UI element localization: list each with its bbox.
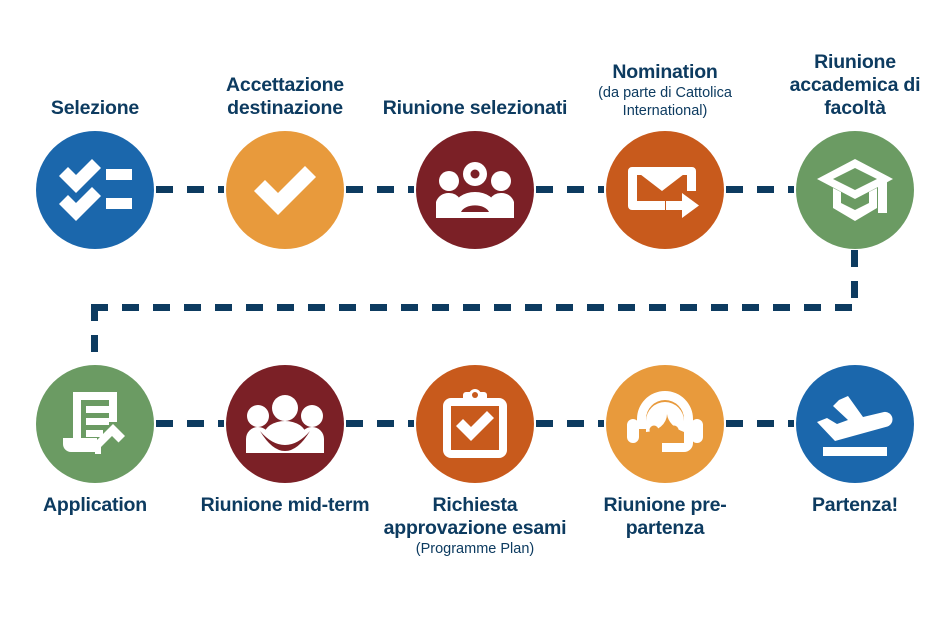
step-label-riunione-selezionati: Riunione selezionati <box>382 97 568 119</box>
step-icon-circle-nomination[interactable] <box>606 131 724 249</box>
connector-wrap-horizontal <box>91 304 858 311</box>
step-nomination[interactable]: Nomination (da parte di Cattolica Intern… <box>570 61 760 249</box>
step-icon-circle-riunione-mid-term[interactable] <box>226 365 344 483</box>
step-icon-circle-richiesta-approvazione-esami[interactable] <box>416 365 534 483</box>
connector-accettazione-to-riunione-selezionati <box>346 186 414 193</box>
envelope-arrow-icon <box>628 159 702 221</box>
step-icon-circle-accettazione-destinazione[interactable] <box>226 131 344 249</box>
connector-wrap-down-right <box>851 250 858 310</box>
step-riunione-selezionati[interactable]: Riunione selezionati <box>380 97 570 249</box>
step-riunione-pre-partenza[interactable]: Riunione pre-partenza <box>570 365 760 539</box>
step-label-application: Application <box>43 494 147 516</box>
step-selezione[interactable]: Selezione <box>0 97 190 249</box>
connector-wrap-down-left <box>91 304 98 366</box>
step-icon-circle-application[interactable] <box>36 365 154 483</box>
step-icon-circle-riunione-accademica-di-facolta[interactable] <box>796 131 914 249</box>
step-icon-circle-riunione-pre-partenza[interactable] <box>606 365 724 483</box>
step-label-nomination: Nomination (da parte di Cattolica Intern… <box>570 61 760 120</box>
step-partenza[interactable]: Partenza! <box>760 365 950 516</box>
graduation-cap-icon <box>816 157 894 223</box>
headset-person-icon <box>627 389 703 459</box>
document-pencil-icon <box>59 388 131 460</box>
step-label-accettazione-destinazione: Accettazione destinazione <box>226 74 344 119</box>
connector-riunione-selezionati-to-nomination <box>536 186 604 193</box>
step-accettazione-destinazione[interactable]: Accettazione destinazione <box>190 74 380 249</box>
step-sublabel-nomination: (da parte di Cattolica International) <box>598 85 732 119</box>
group-meeting-icon <box>246 395 324 453</box>
step-label-selezione: Selezione <box>50 97 140 119</box>
step-riunione-accademica-di-facolta[interactable]: Riunione accademica di facoltà <box>760 51 950 249</box>
step-label-riunione-accademica-di-facolta: Riunione accademica di facoltà <box>789 51 921 119</box>
step-application[interactable]: Application <box>0 365 190 516</box>
connector-application-to-mid-term <box>156 420 224 427</box>
step-icon-circle-riunione-selezionati[interactable] <box>416 131 534 249</box>
step-label-riunione-pre-partenza: Riunione pre-partenza <box>603 494 727 539</box>
step-label-richiesta-approvazione-esami: Richiesta approvazione esami (Programme … <box>380 494 570 558</box>
step-label-riunione-mid-term: Riunione mid-term <box>200 494 370 516</box>
step-sublabel-richiesta-approvazione-esami: (Programme Plan) <box>415 541 535 557</box>
connector-nomination-to-riunione-accademica <box>726 186 794 193</box>
checklist-icon <box>57 157 133 223</box>
clipboard-check-icon <box>441 388 509 460</box>
airplane-departure-icon <box>815 391 895 457</box>
connector-pre-partenza-to-partenza <box>726 420 794 427</box>
step-richiesta-approvazione-esami[interactable]: Richiesta approvazione esami (Programme … <box>380 365 570 557</box>
checkmark-icon <box>252 164 318 216</box>
connector-selezione-to-accettazione <box>156 186 224 193</box>
group-people-icon <box>436 162 514 218</box>
connector-mid-term-to-richiesta <box>346 420 414 427</box>
step-icon-circle-selezione[interactable] <box>36 131 154 249</box>
step-icon-circle-partenza[interactable] <box>796 365 914 483</box>
step-riunione-mid-term[interactable]: Riunione mid-term <box>190 365 380 516</box>
step-label-partenza: Partenza! <box>812 494 898 516</box>
connector-richiesta-to-pre-partenza <box>536 420 604 427</box>
